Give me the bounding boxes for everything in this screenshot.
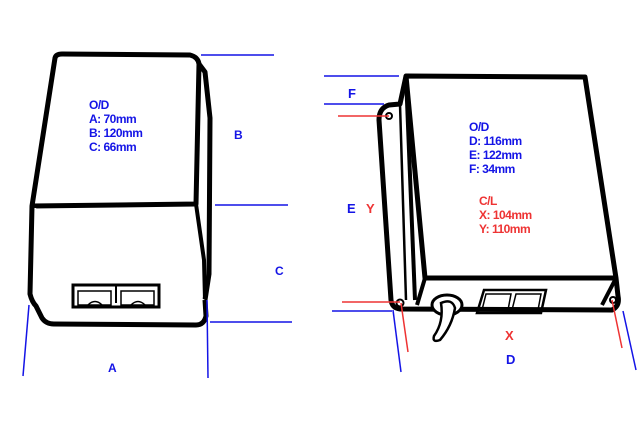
left-device-ethernet-ports bbox=[71, 283, 161, 309]
left-spec-heading: O/D bbox=[89, 98, 109, 112]
left-dimension-lines bbox=[22, 54, 292, 379]
cl-line-x-left bbox=[400, 302, 409, 353]
right-device-ethernet-ports bbox=[475, 288, 548, 315]
right-od-heading: O/D bbox=[469, 120, 489, 134]
right-dimension-lines-blue bbox=[324, 75, 637, 373]
left-spec-block: O/D A: 70mm B: 120mm C: 66mm bbox=[89, 98, 143, 154]
dim-line-a-right bbox=[206, 299, 209, 379]
dim-line-a-left bbox=[22, 304, 30, 377]
left-device-side-bevel bbox=[197, 62, 213, 301]
dim-label-b: B bbox=[234, 128, 243, 142]
right-cl-line-x: X: 104mm bbox=[479, 208, 532, 222]
right-od-line-e: E: 122mm bbox=[469, 148, 522, 162]
dim-label-f: F bbox=[348, 86, 356, 101]
dim-line-d-right bbox=[622, 310, 637, 371]
right-cl-heading: C/L bbox=[479, 194, 497, 208]
left-spec-line-b: B: 120mm bbox=[89, 126, 143, 140]
mount-hole-bottom-left bbox=[395, 298, 405, 308]
dim-label-y: Y bbox=[366, 201, 375, 216]
left-spec-line-c: C: 66mm bbox=[89, 140, 137, 154]
dim-label-e: E bbox=[347, 201, 356, 216]
right-cl-line-y: Y: 110mm bbox=[479, 222, 531, 236]
dim-label-d: D bbox=[506, 352, 515, 367]
right-od-line-d: D: 116mm bbox=[469, 134, 522, 148]
right-device-outline bbox=[376, 73, 621, 313]
right-cl-block: C/L X: 104mm Y: 110mm bbox=[479, 194, 532, 236]
left-spec-line-a: A: 70mm bbox=[89, 112, 137, 126]
left-device-top-face bbox=[29, 51, 202, 209]
right-centerline-lines-red bbox=[338, 115, 623, 353]
right-device-cable bbox=[430, 293, 464, 343]
right-od-line-f: F: 34mm bbox=[469, 162, 515, 176]
dim-label-x: X bbox=[505, 328, 514, 343]
right-device-side-flange bbox=[376, 75, 621, 313]
cl-line-x-right bbox=[611, 299, 623, 349]
right-device-top-face bbox=[403, 73, 619, 281]
dim-label-a: A bbox=[108, 361, 117, 375]
dim-label-c: C bbox=[275, 264, 284, 278]
dim-line-d-left bbox=[392, 309, 402, 373]
right-od-block: O/D D: 116mm E: 122mm F: 34mm bbox=[469, 120, 522, 176]
